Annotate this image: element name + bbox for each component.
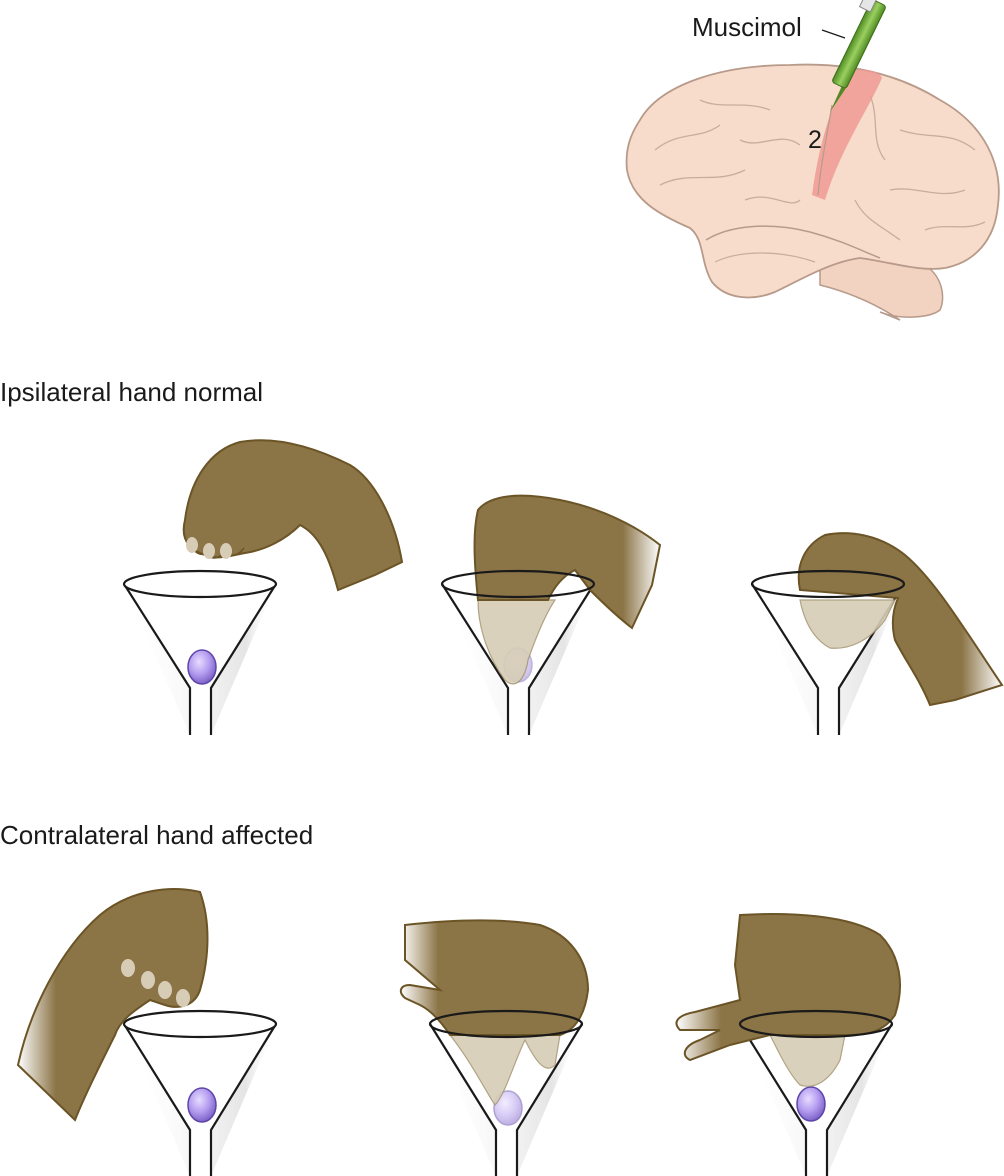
- monkey-hand-illustration: [399, 919, 590, 1036]
- hand-inside-glass: [448, 1034, 561, 1106]
- area-number-label: 2: [808, 126, 822, 154]
- row2-heading: Contralateral hand affected: [0, 820, 314, 850]
- monkey-hand-illustration: [797, 532, 1004, 707]
- food-pellet-icon: [493, 1090, 523, 1126]
- brain-illustration: [625, 63, 1000, 321]
- row1-panel1: [122, 439, 404, 735]
- muscimol-label: Muscimol: [692, 12, 802, 42]
- funnel-glass-icon: [441, 583, 595, 735]
- row1-heading: Ipsilateral hand normal: [0, 377, 264, 407]
- injection-band: [812, 69, 882, 201]
- row2-panel1: [16, 888, 278, 1176]
- hand-inside-glass: [477, 599, 557, 685]
- monkey-hand-illustration: [182, 439, 404, 592]
- hand-inside-glass: [799, 599, 896, 649]
- food-pellet-icon: [187, 1087, 217, 1123]
- row1-panel3: [750, 532, 1004, 735]
- funnel-glass-icon: [122, 569, 278, 735]
- row1-panel2: [440, 494, 662, 735]
- row2-panel3: [675, 913, 901, 1176]
- row2-panel2: [399, 919, 590, 1176]
- food-pellet-icon: [796, 1086, 826, 1122]
- funnel-glass-icon: [122, 1009, 278, 1176]
- funnel-glass-icon: [429, 1023, 583, 1176]
- monkey-hand-illustration: [473, 494, 662, 630]
- monkey-hand-illustration: [16, 888, 209, 1122]
- syringe-icon: [830, 0, 886, 112]
- muscimol-leader-line: [821, 29, 846, 39]
- hand-inside-glass: [769, 1034, 846, 1087]
- food-pellet-icon: [187, 649, 217, 685]
- funnel-glass-icon: [739, 1023, 893, 1176]
